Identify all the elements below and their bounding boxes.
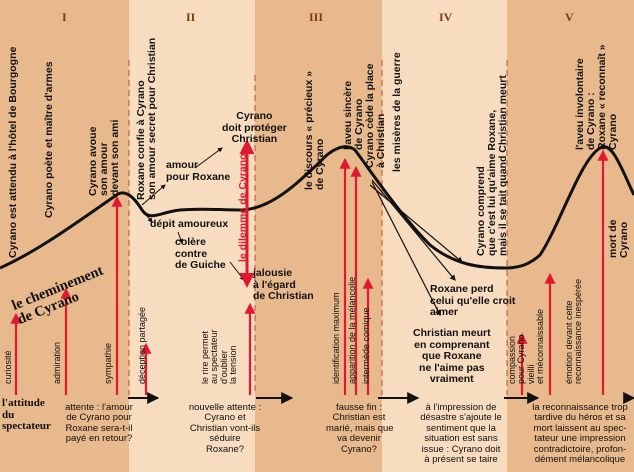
label-cyrano-comprend: Cyrano comprend que c'est lui qu'aime Ro… xyxy=(475,75,510,256)
act-dividers xyxy=(128,60,508,395)
act-band-3 xyxy=(255,0,382,472)
label-dilemme: le dilemme de Cyrano xyxy=(237,153,249,262)
label-avoue-amour: Cyrano avoue son amour devant son ami xyxy=(87,119,122,196)
attitude-act-5: la reconnaissance trop tardive du héros … xyxy=(532,402,628,466)
act-numeral-5: V xyxy=(565,10,574,24)
journey-curve xyxy=(0,145,634,270)
emotion-comique: intermède comique xyxy=(361,307,371,384)
label-roxane-confie: Roxane confie à Cyrano son amour secret … xyxy=(135,37,159,200)
emotion-identification: identification maximum xyxy=(331,292,341,384)
label-colere-guiche: colère contre de Guiche xyxy=(175,236,226,272)
label-amour-roxane: amour pour Roxane xyxy=(166,159,231,183)
attitude-act-3: fausse fin : Christian est marié, mais q… xyxy=(326,402,394,455)
label-aveu-sincere: l'aveu sincère de Cyrano xyxy=(342,80,366,150)
act-numeral-3: III xyxy=(309,10,324,24)
label-poete-maitre: Cyrano poète et maître d'armes xyxy=(43,61,55,218)
emotion-sympathie: sympathie xyxy=(103,342,113,384)
label-hotel-bourgogne: Cyrano est attendu à l'hôtel de Bourgogn… xyxy=(7,46,19,258)
act-band-4 xyxy=(382,0,507,472)
label-jalousie: jalousie à l'égard de Christian xyxy=(253,267,314,303)
emotion-deception: déception partagée xyxy=(137,306,147,384)
label-christian-meurt: Christian meurt en comprenant que Roxane… xyxy=(413,327,491,386)
act-numeral-1: I xyxy=(62,10,67,24)
label-miseres-guerre: les misères de la guerre xyxy=(391,52,403,172)
act-numeral-4: IV xyxy=(439,10,453,24)
attitude-act-2: nouvelle attente : Cyrano et Christian v… xyxy=(188,402,262,455)
label-mort-cyrano: mort de Cyrano xyxy=(607,219,631,258)
emotion-reconnaissance: émotion devant cette reconnaissance ines… xyxy=(564,278,584,384)
attitude-act-4: à l'impression de désastre s'ajoute le s… xyxy=(420,402,502,466)
label-cede-place: Cyrano cède la place à Christian xyxy=(364,63,388,168)
emotion-rire: le rire permet au spectateur d'oublier l… xyxy=(200,329,239,384)
attitude-act-1: attente : l'amour de Cyrano pour Roxane … xyxy=(65,402,133,445)
emotion-melancolie: apparition de la mélancolie xyxy=(347,276,357,384)
label-aveu-involontaire: l'aveu involontaire de Cyrano : Roxane «… xyxy=(574,44,620,150)
emotion-admiration: admiration xyxy=(52,341,62,384)
emotion-curiosite: curiosité xyxy=(3,350,13,384)
label-roxane-perd: Roxane perd celui qu'elle croit aimer xyxy=(430,283,516,319)
act-numeral-2: II xyxy=(186,10,196,24)
emotion-compassion: compassion pour Cyrano vieilli et méconn… xyxy=(507,308,546,384)
label-cyrano-doit: Cyrano doit protéger Christian xyxy=(222,110,287,146)
label-depit-amoureux: dépit amoureux xyxy=(150,218,229,230)
act-band-1 xyxy=(0,0,129,472)
label-discours-precieux: le discours « précieux » de Cyrano xyxy=(303,70,327,190)
attitude-label: l'attitude du spectateur xyxy=(2,397,51,433)
